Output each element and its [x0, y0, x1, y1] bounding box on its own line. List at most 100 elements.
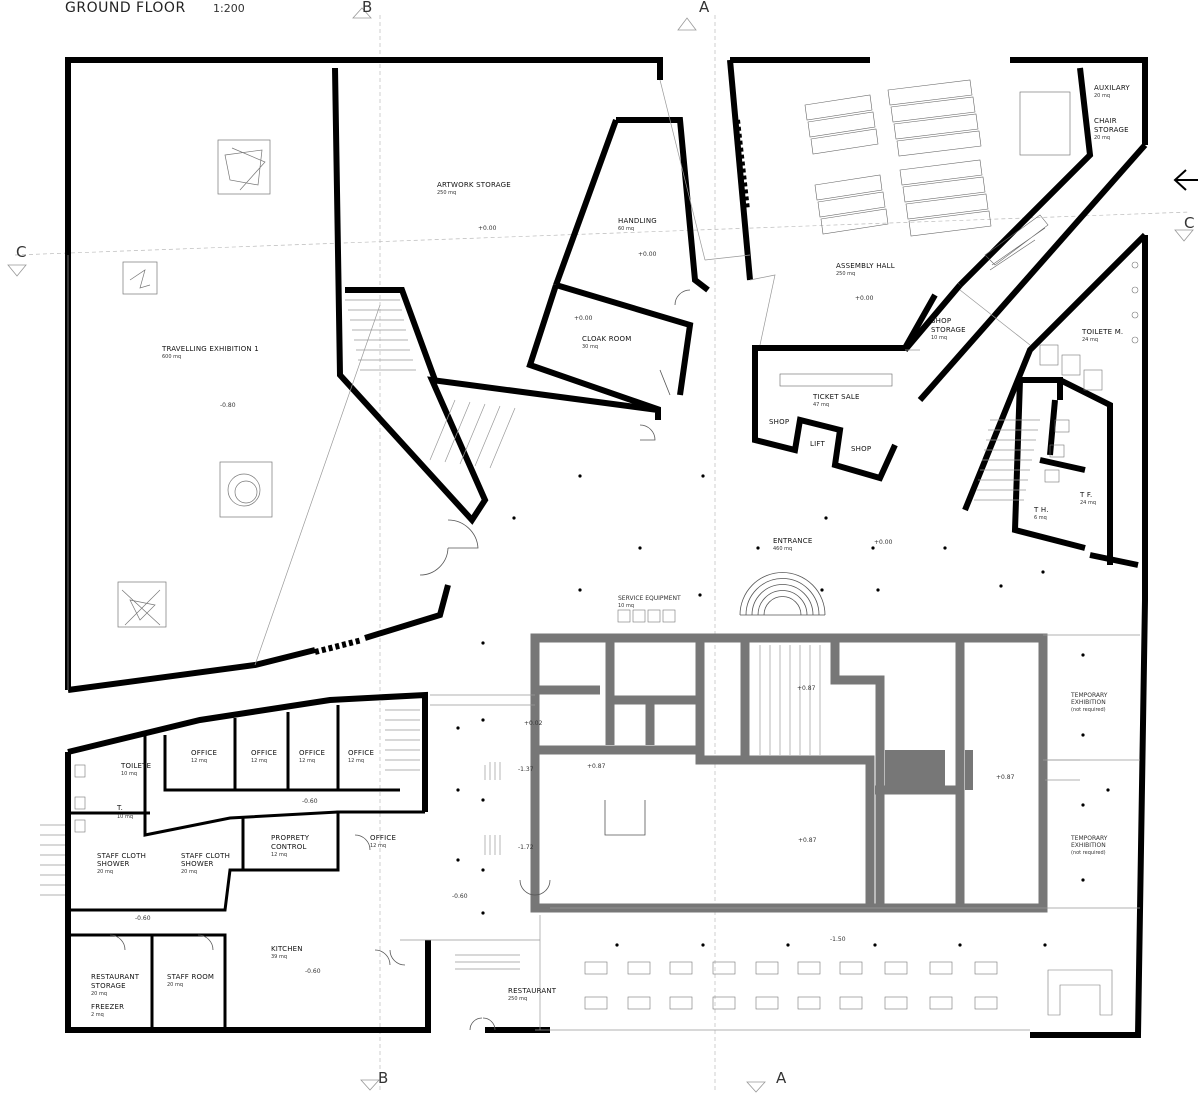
svg-text:20 mq: 20 mq: [97, 869, 113, 875]
doors: [109, 289, 691, 1031]
room-office-1: OFFICE: [191, 749, 217, 757]
svg-text:60 mq: 60 mq: [618, 226, 634, 232]
svg-text:(not required): (not required): [1071, 850, 1106, 856]
svg-text:SHOWER: SHOWER: [97, 860, 130, 868]
room-temporary-exhibition-2: TEMPORARY: [1070, 835, 1108, 842]
plan-scale: 1:200: [213, 2, 245, 15]
svg-text:20 mq: 20 mq: [1094, 135, 1110, 141]
level-hist-center: +0.87: [587, 763, 606, 770]
room-shop-right: SHOP: [851, 445, 871, 453]
svg-text:250 mq: 250 mq: [508, 996, 527, 1002]
svg-text:EXHIBITION: EXHIBITION: [1071, 842, 1106, 849]
sanitary-fixtures: [74, 261, 1139, 833]
artwork-sketch-icons: [117, 139, 273, 628]
svg-text:2 mq: 2 mq: [91, 1012, 104, 1018]
room-t-small: T.: [116, 804, 123, 812]
room-labels: ARTWORK STORAGE 250 mq +0.00 HANDLING 60…: [91, 84, 1130, 1018]
room-service-equipment: SERVICE EQUIPMENT: [618, 595, 681, 602]
svg-text:STORAGE: STORAGE: [91, 982, 126, 990]
room-travelling-exhibition: TRAVELLING EXHIBITION 1: [161, 345, 259, 353]
room-artwork-storage: ARTWORK STORAGE: [437, 181, 511, 189]
section-label-c-right: C: [1184, 214, 1194, 232]
svg-text:24 mq: 24 mq: [1082, 337, 1098, 343]
room-toilete: TOILETE: [120, 762, 151, 770]
glazing-lines: [67, 79, 1140, 1031]
room-toilete-h: T H.: [1033, 506, 1049, 514]
room-auxilary: AUXILARY: [1094, 84, 1130, 92]
room-staff-cloth-shower-1: STAFF CLOTH: [97, 852, 146, 860]
level-corridor: -0.60: [302, 798, 318, 805]
section-lines: [7, 7, 1194, 1093]
svg-text:+0.00: +0.00: [855, 295, 874, 302]
section-label-c-left: C: [16, 243, 26, 261]
svg-text:CONTROL: CONTROL: [271, 843, 307, 851]
room-toilete-m: TOILETE M.: [1081, 328, 1123, 336]
section-label-a-top: A: [699, 0, 710, 16]
svg-text:+0.00: +0.00: [574, 315, 593, 322]
room-assembly-hall: ASSEMBLY HALL: [836, 262, 895, 270]
room-shop-storage: SHOP: [931, 317, 951, 325]
svg-text:+0.00: +0.00: [478, 225, 497, 232]
svg-text:30 mq: 30 mq: [582, 344, 598, 350]
svg-text:600 mq: 600 mq: [162, 354, 181, 360]
room-ticket-sale: TICKET SALE: [812, 393, 860, 401]
room-temporary-exhibition-1: TEMPORARY: [1070, 692, 1108, 699]
svg-text:(not required): (not required): [1071, 707, 1106, 713]
svg-text:+0.00: +0.00: [638, 251, 657, 258]
level-hist-stage: +0.87: [797, 685, 816, 692]
svg-text:-0.60: -0.60: [305, 968, 321, 975]
svg-text:250 mq: 250 mq: [836, 271, 855, 277]
svg-text:-1.50: -1.50: [830, 936, 846, 943]
room-cloak-room: CLOAK ROOM: [582, 335, 631, 343]
room-office-5: OFFICE: [370, 834, 396, 842]
columns: [456, 474, 1110, 947]
svg-text:12 mq: 12 mq: [370, 843, 386, 849]
level-stair-low: -1.72: [518, 844, 534, 851]
level-lower-corridor: -0.60: [135, 915, 151, 922]
stairs: [40, 299, 1080, 970]
level-stair-top: +0.02: [524, 720, 543, 727]
entrance-arrow-icon: [1173, 169, 1198, 191]
room-staff-room: STAFF ROOM: [167, 973, 214, 981]
svg-text:12 mq: 12 mq: [299, 758, 315, 764]
svg-text:47 mq: 47 mq: [813, 402, 829, 408]
svg-text:20 mq: 20 mq: [1094, 93, 1110, 99]
svg-text:STORAGE: STORAGE: [931, 326, 966, 334]
room-entrance: ENTRANCE: [773, 537, 812, 545]
svg-text:12 mq: 12 mq: [348, 758, 364, 764]
svg-text:-0.80: -0.80: [220, 402, 236, 409]
room-freezer: FREEZER: [91, 1003, 124, 1011]
room-restaurant-storage: RESTAURANT: [91, 973, 140, 981]
level-stair-mid: -1.37: [518, 766, 534, 773]
svg-text:39 mq: 39 mq: [271, 954, 287, 960]
room-office-4: OFFICE: [348, 749, 374, 757]
room-staff-cloth-shower-2: STAFF CLOTH: [181, 852, 230, 860]
svg-text:250 mq: 250 mq: [437, 190, 456, 196]
svg-text:EXHIBITION: EXHIBITION: [1071, 699, 1106, 706]
svg-text:10 mq: 10 mq: [618, 603, 634, 609]
svg-text:12 mq: 12 mq: [271, 852, 287, 858]
room-shop-left: SHOP: [769, 418, 789, 426]
section-label-b-top: B: [362, 0, 372, 16]
svg-text:20 mq: 20 mq: [167, 982, 183, 988]
svg-text:SHOWER: SHOWER: [181, 860, 214, 868]
room-chair-storage: CHAIR: [1094, 117, 1117, 125]
room-handling: HANDLING: [618, 217, 657, 225]
svg-text:20 mq: 20 mq: [181, 869, 197, 875]
section-label-b-bottom: B: [378, 1069, 388, 1087]
amphitheatre: [739, 572, 826, 616]
historic-building: [530, 633, 1048, 913]
walls: [65, 57, 1148, 1038]
level-hist-hall: +0.87: [798, 837, 817, 844]
room-toilete-f: T F.: [1079, 491, 1092, 499]
svg-text:12 mq: 12 mq: [191, 758, 207, 764]
room-proprety-control: PROPRETY: [271, 834, 310, 842]
level-hist-right: +0.87: [996, 774, 1015, 781]
svg-text:10 mq: 10 mq: [931, 335, 947, 341]
assembly-seating: [779, 79, 1071, 387]
section-label-a-bottom: A: [776, 1069, 787, 1087]
room-lift: LIFT: [810, 440, 825, 448]
room-restaurant: RESTAURANT: [508, 987, 557, 995]
room-office-2: OFFICE: [251, 749, 277, 757]
